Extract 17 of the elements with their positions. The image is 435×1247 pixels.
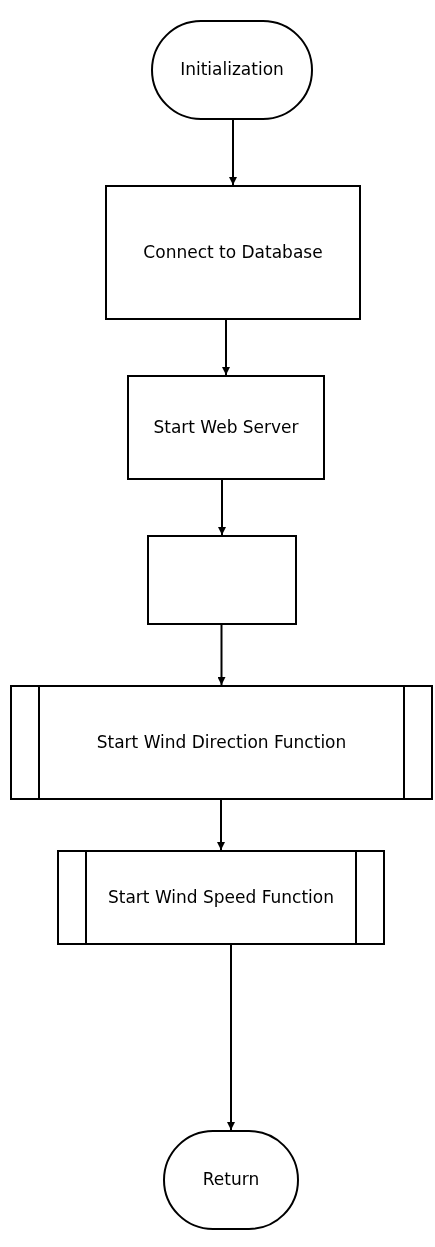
node-label: Initialization (180, 59, 284, 81)
arrow (229, 119, 237, 186)
subroutine-box (57, 850, 385, 945)
arrow (218, 479, 226, 536)
node-label: Start Web Server (153, 416, 299, 439)
subroutine-box (10, 685, 433, 800)
arrow (227, 944, 235, 1131)
process-box (147, 535, 297, 625)
arrow (217, 799, 225, 851)
arrow (222, 319, 230, 376)
process-box (127, 375, 325, 480)
process-box (105, 185, 361, 320)
arrow (217, 624, 226, 686)
node-label: Start Wind Direction Function (96, 731, 347, 754)
node-label: Connect to Database (143, 241, 323, 264)
node-label: Return (202, 1169, 260, 1191)
node-label: Start Wind Speed Function (107, 886, 335, 909)
